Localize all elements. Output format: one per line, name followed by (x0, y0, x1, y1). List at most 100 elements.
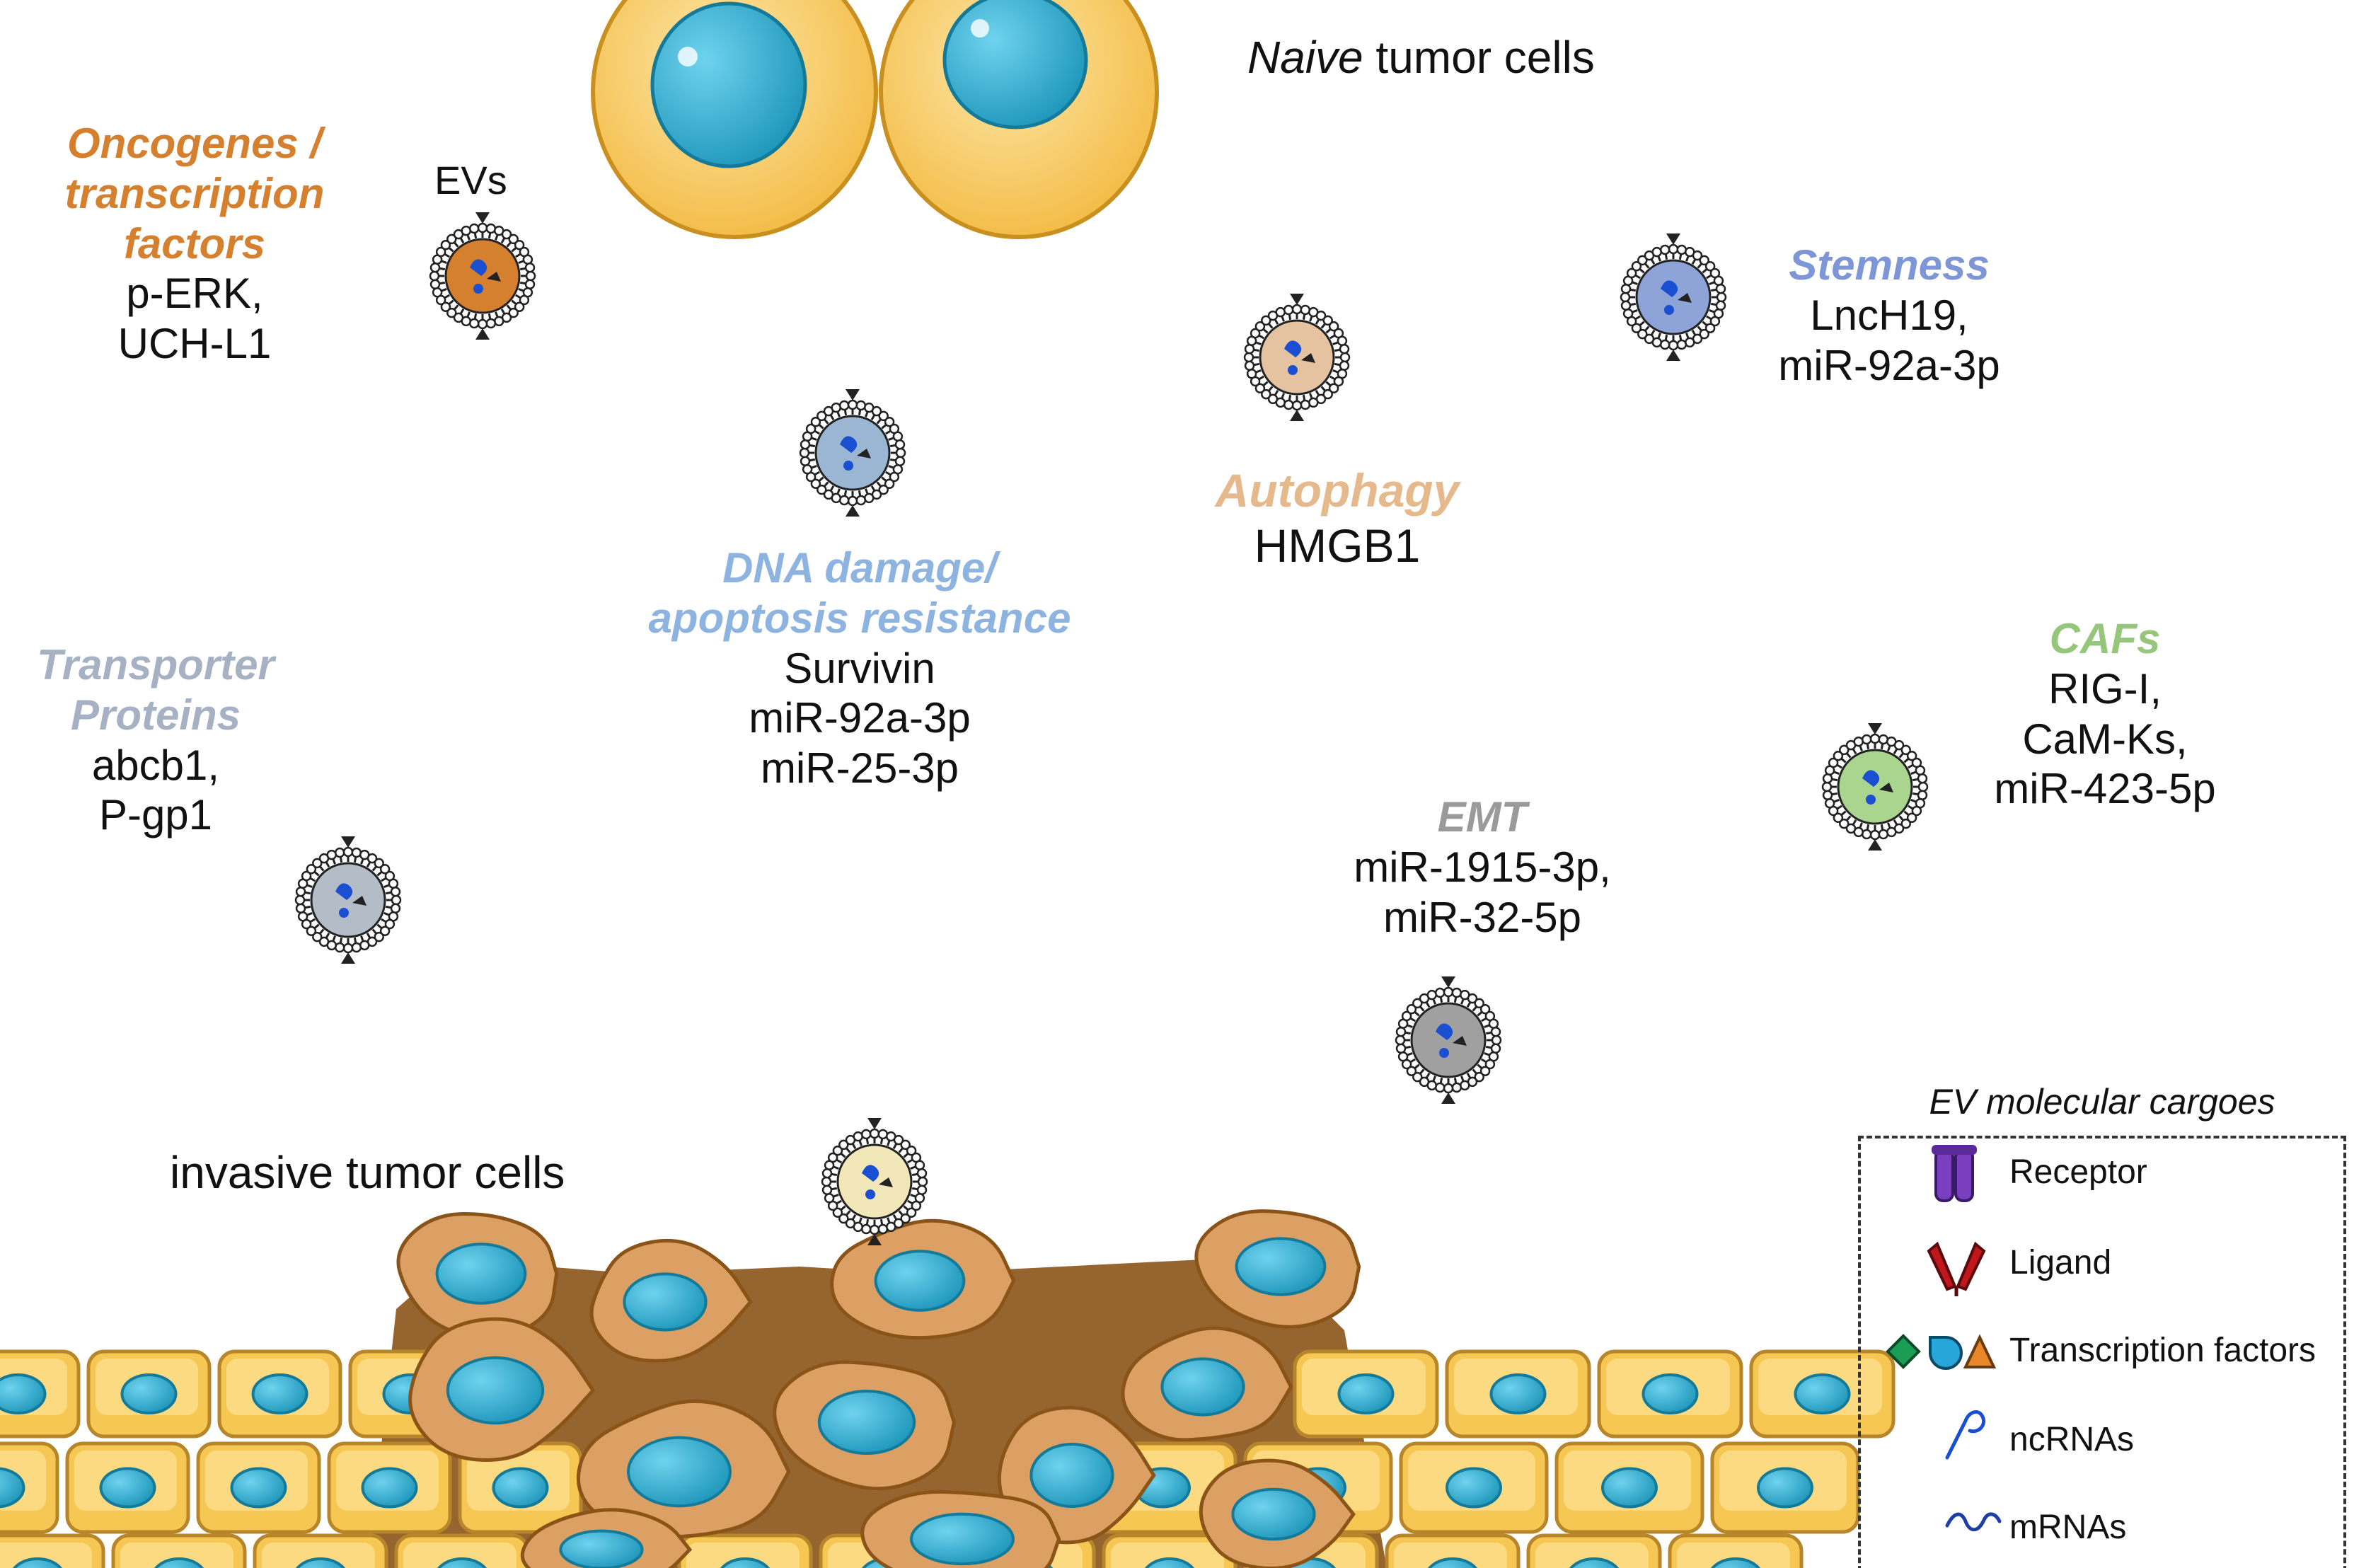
epithelial-cell (327, 1441, 452, 1534)
epithelial-cell (217, 1349, 342, 1439)
extracellular-vesicles (294, 212, 1929, 1245)
oncogenes-title-1: Oncogenes / (67, 120, 323, 167)
emt-title: EMT (1437, 793, 1528, 841)
epithelial-cell (86, 1349, 212, 1439)
ligand-icon (1927, 1241, 1986, 1296)
extracellular-vesicle (429, 212, 536, 340)
transporter-title-1: Transporter (37, 641, 275, 688)
cafs-title: CAFs (2049, 615, 2161, 662)
oncogenes-group: Oncogenes / transcription factors p-ERK,… (42, 119, 347, 369)
dna-damage-title-1: DNA damage/ (722, 544, 997, 592)
invasive-cell (589, 1238, 753, 1363)
epithelial-cell (1293, 1349, 1439, 1439)
naive-cell-right-highlight (971, 19, 989, 38)
dna-damage-item-3: miR-25-3p (760, 744, 959, 792)
transporter-group: Transporter Proteins abcb1, P-gp1 (14, 640, 297, 841)
naive-tumor-cells-label: Naive tumor cells (1247, 32, 1595, 83)
oncogenes-item-2: UCH-L1 (117, 320, 272, 368)
extracellular-vesicle (1395, 976, 1502, 1104)
extracellular-vesicle (821, 1118, 928, 1245)
legend-box: Receptor Ligand Transcription factors nc… (1858, 1136, 2346, 1568)
invasive-cell (408, 1317, 596, 1462)
extracellular-vesicle (1620, 234, 1727, 361)
epithelial-cell (1710, 1441, 1860, 1534)
transporter-title-2: Proteins (70, 691, 241, 739)
epithelial-cell (111, 1533, 247, 1568)
epithelial-cell (1526, 1533, 1662, 1568)
extracellular-vesicle (1821, 723, 1929, 851)
invasive-cell (773, 1360, 956, 1491)
extracellular-vesicle (799, 389, 906, 517)
invasive-cell (1199, 1458, 1356, 1568)
invasive-cell (576, 1399, 791, 1539)
legend-title: EV molecular cargoes (1929, 1082, 2275, 1122)
legend-transcription-factors-label: Transcription factors (2009, 1332, 2317, 1369)
invasive-tumor-cells-label: invasive tumor cells (170, 1147, 565, 1198)
receptor-icon (1932, 1145, 1977, 1202)
legend-ligand-label: Ligand (2009, 1244, 2112, 1281)
epithelial-cell (0, 1441, 59, 1534)
emt-item-2: miR-32-5p (1383, 893, 1582, 941)
transporter-item-2: P-gp1 (98, 791, 213, 839)
mrna-icon (1945, 1512, 2002, 1532)
dna-damage-title-2: apoptosis resistance (648, 594, 1071, 642)
invasive-cells (396, 1209, 1361, 1568)
legend-icons (1886, 1145, 2002, 1532)
invasive-cell (1121, 1326, 1293, 1442)
transcription-factors-icon (1886, 1334, 1997, 1370)
invasive-cell (830, 1218, 1016, 1340)
legend-ncrnas-label: ncRNAs (2009, 1421, 2135, 1458)
epithelial-cell (1668, 1533, 1804, 1568)
naive-cell-right-nucleus (942, 0, 1088, 129)
ev-label: EVs (434, 158, 507, 202)
naive-cell-left-highlight (678, 47, 698, 67)
epithelial-cell (1749, 1349, 1896, 1439)
epithelial-cell (65, 1441, 190, 1534)
cafs-item-3: miR-423-5p (1994, 765, 2216, 813)
naive-cell-left-nucleus (650, 1, 807, 168)
epithelial-cell (677, 1533, 813, 1568)
invasive-cell (1194, 1209, 1361, 1329)
extracellular-vesicle (1243, 294, 1351, 421)
epithelial-cell (394, 1533, 530, 1568)
cafs-group: CAFs RIG-I, CaM-Ks, miR-423-5p (1953, 614, 2257, 814)
oncogenes-item-1: p-ERK, (126, 270, 263, 318)
dna-damage-item-1: Survivin (784, 644, 935, 692)
ncrna-icon (1945, 1410, 1985, 1460)
invasive-cell (860, 1489, 1061, 1568)
epithelial-cell (1597, 1349, 1743, 1439)
epithelial-cell (0, 1349, 81, 1439)
stemness-group: Stemness LncH19, miR-92a-3p (1712, 241, 2066, 391)
cafs-item-1: RIG-I, (2048, 664, 2162, 713)
dna-damage-group: DNA damage/ apoptosis resistance Survivi… (608, 543, 1111, 794)
cafs-item-2: CaM-Ks, (2022, 715, 2188, 763)
emt-group: EMT miR-1915-3p, miR-32-5p (1323, 792, 1642, 942)
oncogenes-title-2: transcription (64, 169, 325, 217)
extracellular-vesicle (294, 836, 402, 964)
autophagy-title: Autophagy (1215, 464, 1460, 517)
epithelial-cell (196, 1441, 321, 1534)
stemness-item-2: miR-92a-3p (1778, 341, 2000, 389)
legend-receptor-label: Receptor (2009, 1153, 2147, 1191)
emt-item-1: miR-1915-3p, (1354, 843, 1611, 891)
epithelial-cell (458, 1441, 583, 1534)
epithelial-cell (1554, 1441, 1704, 1534)
transporter-item-1: abcb1, (91, 741, 220, 789)
epithelial-cell (253, 1533, 388, 1568)
legend-mrnas-label: mRNAs (2009, 1509, 2127, 1546)
stemness-title: Stemness (1789, 241, 1990, 289)
invasive-cell (396, 1211, 559, 1340)
autophagy-item-1: HMGB1 (1254, 519, 1421, 572)
epithelial-cell (1399, 1441, 1549, 1534)
invasive-tissue (0, 1209, 1896, 1568)
stemness-item-1: LncH19, (1810, 291, 1968, 339)
invasive-cell (520, 1508, 693, 1568)
epithelial-cell (1385, 1533, 1521, 1568)
oncogenes-title-3: factors (123, 219, 266, 267)
epithelial-cell (1445, 1349, 1591, 1439)
epithelial-cell (0, 1533, 105, 1568)
naive-tumor-cells (591, 0, 1159, 239)
dna-damage-item-2: miR-92a-3p (749, 694, 971, 742)
